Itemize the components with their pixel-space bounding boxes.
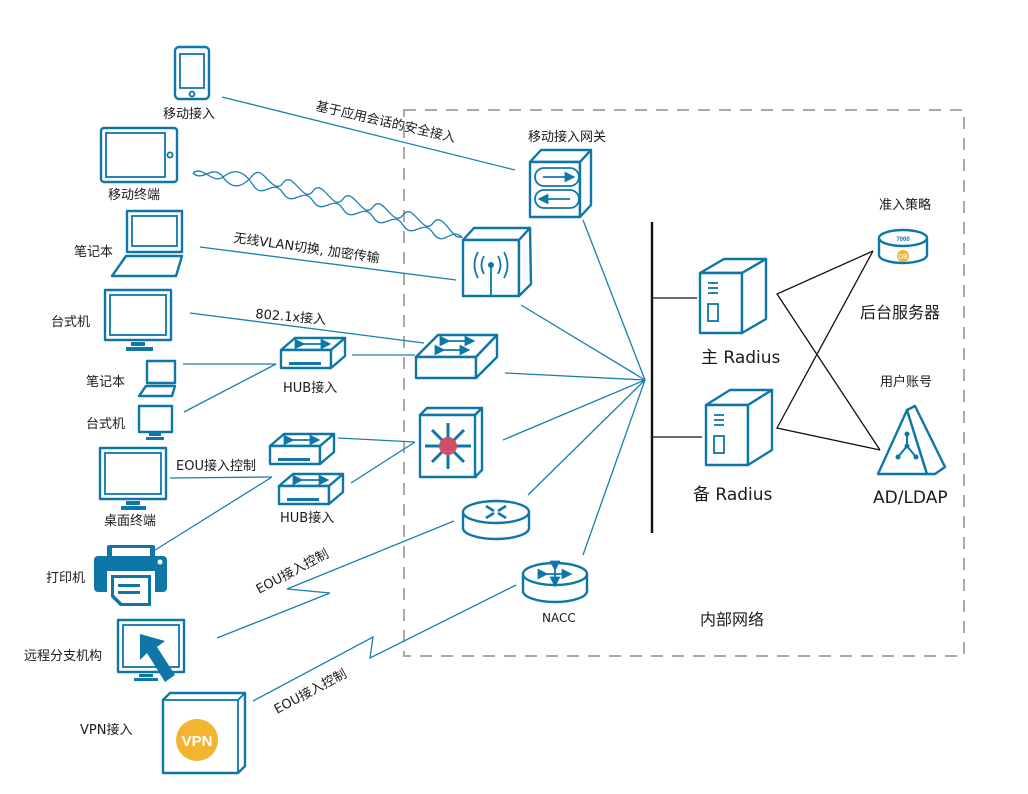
label-hub-1: HUB接入 — [283, 380, 337, 396]
access-links — [151, 96, 646, 702]
link-desktop-switch — [189, 312, 425, 344]
svg-text:VPN: VPN — [182, 733, 213, 750]
switch-icon[interactable] — [414, 333, 499, 380]
internal-network-label: 内部网络 — [700, 610, 764, 629]
printer-icon[interactable] — [94, 545, 167, 608]
label-primary-radius: 主 Radius — [701, 348, 781, 368]
nacc-icon[interactable] — [521, 560, 589, 604]
label-hub-3: HUB接入 — [280, 510, 334, 526]
core-switch-icon[interactable] — [418, 406, 484, 479]
label-dot1x: 802.1x接入 — [255, 306, 327, 328]
link-laptop-ap — [199, 246, 457, 281]
label-mobile-terminal: 移动终端 — [108, 187, 160, 203]
vpn-gateway-icon[interactable]: VPN — [161, 691, 247, 775]
svg-text:DB: DB — [898, 254, 908, 261]
label-backend-servers: 后台服务器 — [860, 303, 940, 322]
database-icon[interactable]: 7000 DB — [877, 228, 929, 265]
mobile-gateway-icon[interactable] — [528, 148, 593, 219]
label-vpn: VPN接入 — [80, 722, 132, 738]
link-desktop2-hub1 — [183, 363, 277, 413]
label-backup-radius: 备 Radius — [693, 485, 773, 505]
label-eou-control: EOU接入控制 — [176, 458, 256, 474]
phone-icon[interactable] — [173, 45, 211, 101]
label-laptop-2: 笔记本 — [86, 374, 125, 390]
ldap-directory-icon[interactable] — [876, 404, 947, 476]
small-monitor-icon[interactable] — [137, 404, 174, 440]
laptop-icon[interactable] — [110, 209, 184, 278]
hub-1-icon[interactable] — [279, 336, 347, 370]
uplink-gateway — [582, 219, 646, 381]
uplink-switch — [504, 372, 646, 381]
link-radius-db-ldap-1 — [776, 250, 881, 451]
small-laptop-icon[interactable] — [137, 359, 177, 398]
vpn-badge — [176, 719, 218, 761]
uplink-core-switch — [502, 379, 646, 441]
hub-3-icon[interactable] — [277, 472, 345, 506]
core-hub-dot — [439, 437, 457, 455]
link-vpn-wan — [252, 584, 517, 702]
link-hub2-core — [337, 437, 416, 443]
label-laptop-1: 笔记本 — [74, 244, 113, 260]
uplink-ap — [520, 304, 646, 381]
remote-branch-icon[interactable] — [116, 618, 186, 682]
backup-radius-server-icon[interactable] — [704, 388, 774, 467]
hub-2-icon[interactable] — [268, 432, 336, 466]
uplink-nacc — [582, 379, 646, 556]
label-policy: 准入策略 — [879, 197, 931, 213]
label-mobile-gateway: 移动接入网关 — [528, 129, 606, 145]
label-ad-ldap: AD/LDAP — [873, 488, 948, 508]
label-accounts: 用户账号 — [880, 374, 932, 390]
label-printer: 打印机 — [46, 571, 85, 586]
db-badge — [897, 250, 909, 262]
link-hub3-core — [350, 441, 416, 484]
label-nacc: NACC — [542, 611, 576, 625]
svg-text:7000: 7000 — [896, 237, 910, 243]
label-desktop-2: 台式机 — [86, 417, 125, 432]
wireless-signal-icon — [192, 170, 463, 240]
link-radius-db-ldap-2 — [776, 250, 881, 451]
link-desktop-terminal — [169, 476, 273, 479]
link-mobile-gateway — [221, 96, 516, 171]
router-icon[interactable] — [461, 499, 531, 541]
label-app-session: 基于应用会话的安全接入 — [314, 98, 457, 146]
label-desktop-1: 台式机 — [51, 315, 90, 330]
tablet-icon[interactable] — [99, 126, 179, 184]
label-eou-wan-2: EOU接入控制 — [271, 666, 349, 718]
primary-radius-server-icon[interactable] — [698, 257, 768, 335]
wireless-ap-icon[interactable] — [461, 226, 533, 298]
label-remote-branch: 远程分支机构 — [24, 649, 102, 664]
link-remote-branch-wan — [216, 520, 455, 639]
internal-network-zone — [403, 109, 965, 657]
link-printer — [151, 476, 273, 553]
label-desktop-terminal: 桌面终端 — [104, 513, 156, 529]
label-mobile-access: 移动接入 — [163, 106, 215, 122]
uplink-router — [527, 379, 646, 496]
desktop-terminal-icon[interactable] — [98, 446, 168, 510]
monitor-icon[interactable] — [103, 288, 173, 351]
